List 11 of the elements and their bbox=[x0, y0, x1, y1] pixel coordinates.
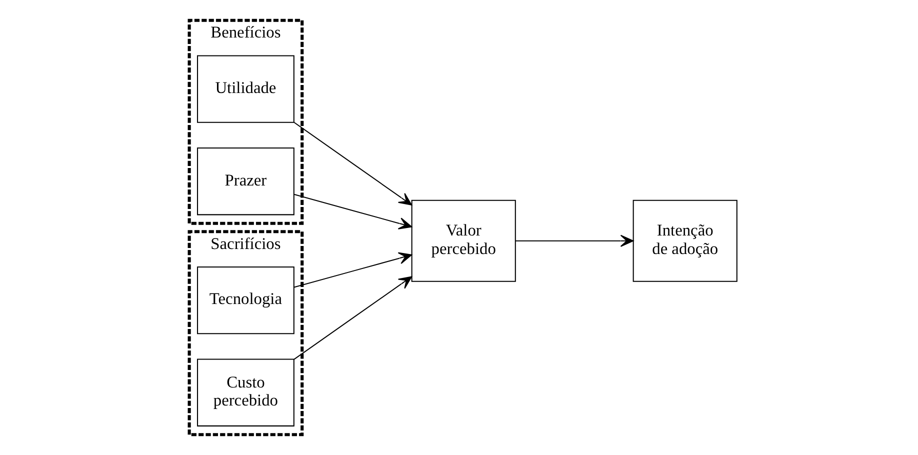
node-box: Utilidade bbox=[197, 55, 294, 123]
arrow bbox=[294, 276, 412, 360]
node-box: Custo percebido bbox=[197, 358, 294, 426]
node-box: Prazer bbox=[197, 148, 294, 216]
arrow bbox=[294, 252, 412, 288]
arrow bbox=[294, 122, 412, 206]
node-box: Intenção de adoção bbox=[632, 200, 738, 282]
node-box: Tecnologia bbox=[197, 266, 294, 334]
arrow bbox=[294, 194, 412, 230]
arrow bbox=[516, 234, 634, 247]
node-box: Valor percebido bbox=[411, 200, 516, 282]
